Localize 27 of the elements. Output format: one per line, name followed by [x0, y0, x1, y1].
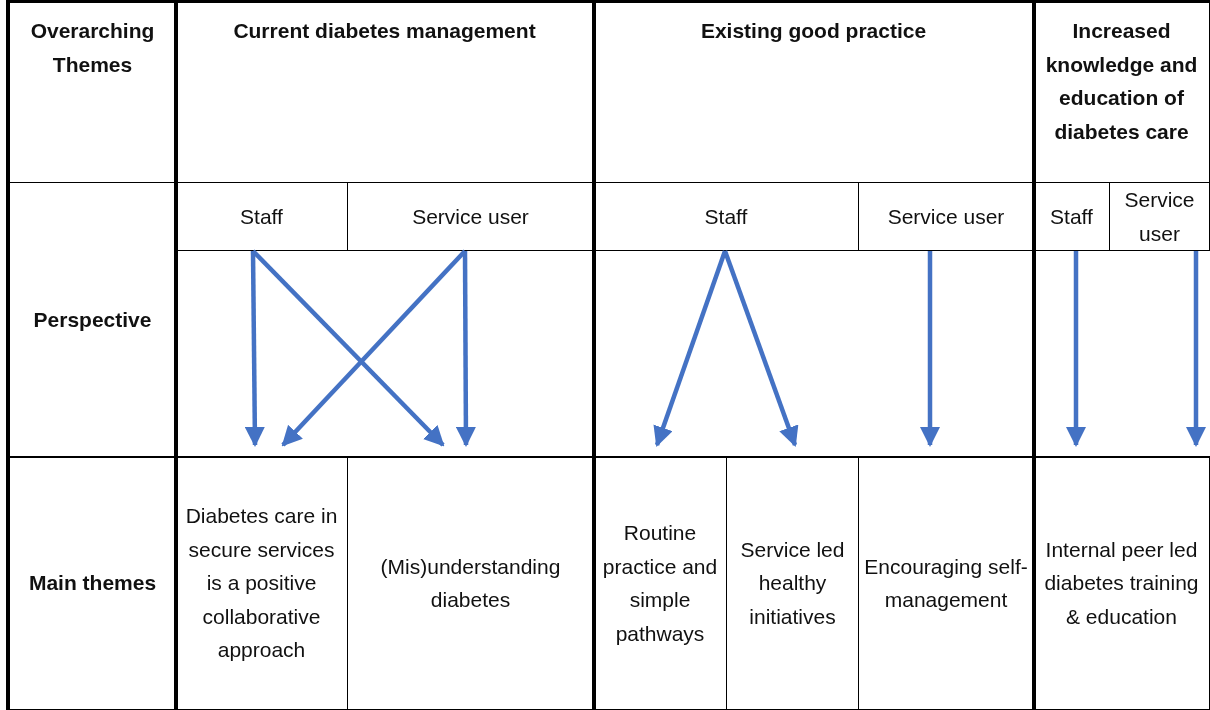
arrow [1065, 251, 1087, 448]
table-cell-text: Service user [1123, 187, 1196, 247]
table-cell-text: Encouraging self-management [863, 553, 1029, 613]
header-label: Current diabetes management [233, 18, 536, 44]
table-cell-text: Routine practice and simple pathways [601, 520, 719, 647]
table-cell-text: Internal peer led diabetes training & education [1043, 536, 1200, 630]
arrow [1185, 251, 1207, 448]
header-label: Perspective [33, 306, 152, 333]
arrow [251, 249, 445, 447]
table-cell-text: Staff [1050, 203, 1093, 230]
arrow [653, 250, 728, 447]
arrow [722, 250, 799, 447]
header-label: Increased knowledge and education of diabetes care [1044, 18, 1199, 145]
table-cell-text: Service user [412, 203, 529, 230]
arrow [281, 249, 467, 447]
arrow [455, 251, 477, 447]
header-label: Overarching Themes [29, 18, 156, 78]
table-cell-text: Service led healthy initiatives [739, 536, 846, 630]
header-label: Main themes [28, 570, 157, 597]
table-cell-text: (Mis)understanding diabetes [379, 553, 562, 613]
table-cell-text: Staff [240, 203, 283, 230]
table-cell-text: Staff [704, 203, 748, 230]
table-cell-text: Diabetes care in secure services is a positive collaborative approach [184, 503, 339, 664]
table-cell-text: Service user [887, 203, 1005, 230]
header-label: Existing good practice [700, 18, 927, 44]
arrow [244, 250, 265, 447]
arrow [919, 251, 941, 448]
